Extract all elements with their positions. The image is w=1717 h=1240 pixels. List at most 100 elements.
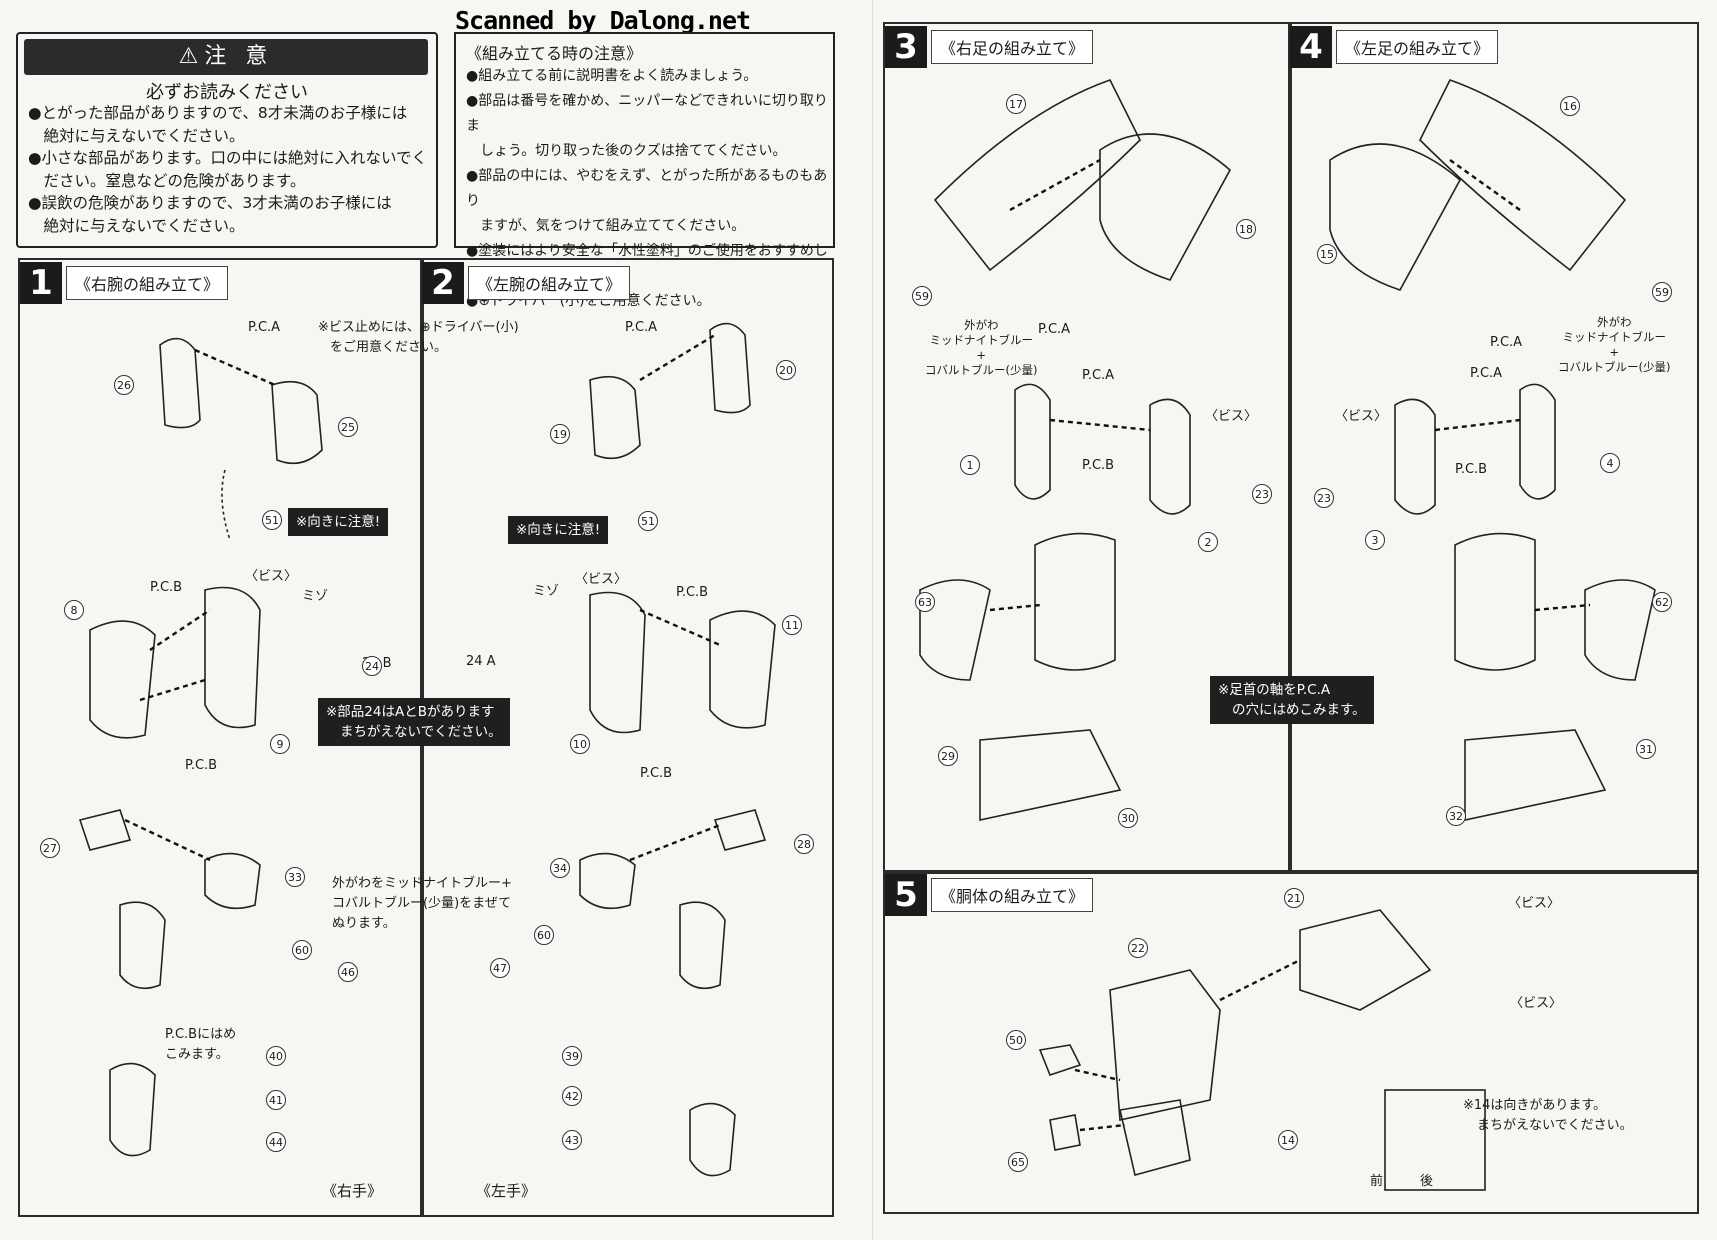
step2-label: 《左腕の組み立て》 [468,266,631,300]
caution-box: ⚠注 意 必ずお読みください ●とがった部品がありますので、8才未満のお子様には… [16,32,438,248]
ankle-warning-line: の穴にはめこみます。 [1232,702,1366,718]
assembly-arrow [1219,958,1301,1002]
part24-warning-line: まちがえないでください。 [340,724,502,740]
part-number: 50 [1006,1030,1026,1050]
assembly-note-line: ●部品の中には、やむをえず、とがった所があるものもあり [466,168,828,209]
lower-leg-shape [1034,532,1116,671]
step4-number: 4 [1290,26,1332,68]
part-10-shape [589,591,646,734]
foot-shape [979,729,1122,821]
assembly-notes-title: 《組み立てる時の注意》 [466,44,643,63]
part-17-shape [933,79,1141,272]
part24-warning: ※部品24はAとBがあります まちがえないでください。 [318,698,510,746]
part-62-shape [1584,579,1656,681]
part-number: 59 [912,286,932,306]
paint-note: 外がわ ミッドナイトブルー + コバルトブルー(少量) [1558,315,1670,375]
paint-note: 外がわ ミッドナイトブルー + コバルトブルー(少量) [925,318,1037,378]
direction-note-line: まちがえないでください。 [1477,1118,1633,1133]
part-number: 62 [1652,592,1672,612]
part-number: 51 [638,511,658,531]
part-11-shape [709,610,776,729]
part-19-shape [589,375,641,460]
step3-number: 3 [885,26,927,68]
paint-line: ミッドナイトブルー [929,333,1033,347]
part-number: 18 [1236,219,1256,239]
caution-subheader: 必ずお読みください [146,82,308,103]
assembly-arrow [639,608,721,647]
screw-label: 〈ビス〉 [1205,409,1258,424]
waist-shape [1119,1099,1191,1176]
step5-label: 《胴体の組み立て》 [931,878,1094,912]
assembly-arrow [989,603,1041,612]
assembly-note-line: ますが、気をつけて組み立ててください。 [466,218,746,234]
part-number: 42 [562,1086,582,1106]
step2-number: 2 [422,262,464,304]
part-27-shape [78,809,132,851]
part-number: 33 [285,867,305,887]
part-34-shape [579,852,636,910]
part-number: 20 [776,360,796,380]
assembly-arrow [124,818,211,862]
part-2-shape [1149,398,1191,515]
step3-label: 《右足の組み立て》 [931,30,1094,64]
part-number: 40 [266,1046,286,1066]
caution-line: 絶対に与えないでください。 [28,216,245,235]
part14-direction-note: ※14は向きがあります。 まちがえないでください。 [1463,1096,1633,1136]
part-1-shape [1014,383,1051,500]
part-number: 27 [40,838,60,858]
step5-number: 5 [885,874,927,916]
part-16-shape [1419,79,1627,272]
part-number: 63 [915,592,935,612]
part-9-shape [204,586,261,729]
part-number: 21 [1284,888,1304,908]
part24-warning-line: ※部品24はAとBがあります [326,704,495,720]
step5-title: 5 《胴体の組み立て》 [885,874,1094,916]
ankle-warning: ※足首の軸をP.C.A の穴にはめこみます。 [1210,676,1374,724]
screw-label: 〈ビス〉 [1508,896,1561,911]
part-number: 17 [1006,94,1026,114]
hand-shape-2 [689,1102,736,1177]
assembly-arrow [1049,418,1151,432]
pc-b-label: P.C.B [676,585,709,600]
pc-b-label: P.C.B [150,580,183,595]
assembly-arrow [139,678,206,702]
part-number: 9 [270,734,290,754]
pc-a-label: P.C.A [1082,368,1115,383]
assembly-note-line: ●部品は番号を確かめ、ニッパーなどできれいに切り取りま [466,93,828,134]
part-8-shape [89,620,156,739]
screw-note-line: ※ビス止めには、⊕ドライバー(小) [318,320,519,335]
assembly-arrow [639,333,716,382]
part-number: 4 [1600,453,1620,473]
step1-number: 1 [20,262,62,304]
part-number: 41 [266,1090,286,1110]
part-number: 19 [550,424,570,444]
paint-line: ミッドナイトブルー [1562,330,1666,344]
screw-label: 〈ビス〉 [1335,409,1388,424]
part-number: 8 [64,600,84,620]
paint-line: コバルトブルー(少量) [1558,360,1671,374]
caution-line: ●誤飲の危険がありますので、3才未満のお子様には [28,194,392,212]
part-22-shape [1109,969,1221,1121]
step1-label: 《右腕の組み立て》 [66,266,229,300]
screw-label: 〈ビス〉 [575,572,628,587]
pc-a-label: P.C.A [1490,335,1523,350]
part-18-shape [1099,133,1232,281]
step3-frame [883,22,1292,874]
step2-title: 2 《左腕の組み立て》 [422,262,631,304]
assembly-note-line: ●組み立てる前に説明書をよく読みましょう。 [466,68,758,84]
step5-frame [883,870,1699,1214]
step4-title: 4 《左足の組み立て》 [1290,26,1499,68]
part-number: 43 [562,1130,582,1150]
part-number: 14 [1278,1130,1298,1150]
part-number: 1 [960,455,980,475]
part-number: 28 [794,834,814,854]
step4-label: 《左足の組み立て》 [1336,30,1499,64]
pc-a-label: P.C.A [1470,366,1503,381]
assembly-arrow [194,348,276,387]
step4-frame [1288,22,1699,874]
part-15-shape [1329,143,1462,291]
part-33-shape [204,852,261,910]
direction-note-line: ※14は向きがあります。 [1463,1098,1607,1113]
part-number: 16 [1560,96,1580,116]
